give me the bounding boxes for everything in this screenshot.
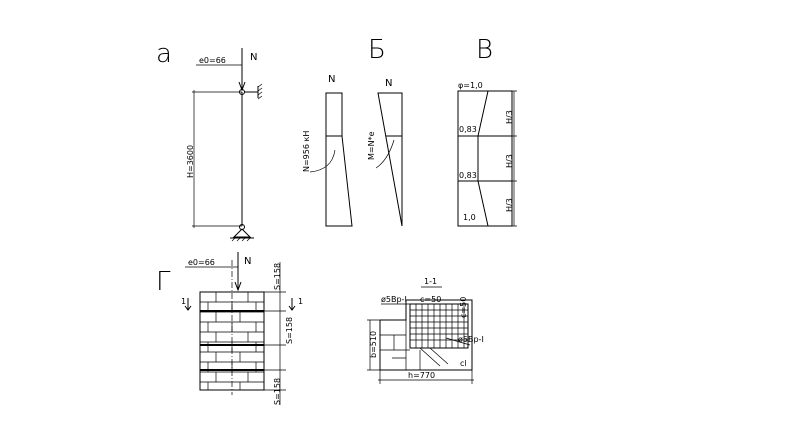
h3-label-1: H/3: [505, 110, 514, 124]
phi-frame: [457, 90, 513, 227]
masonry-wall: [199, 291, 265, 391]
ground-hatch: [231, 237, 251, 242]
phi-bottom: 1,0: [463, 213, 476, 222]
h3-ticks: [511, 90, 517, 227]
b-dim-ticks: [367, 319, 380, 371]
s-mid: S=158: [285, 317, 294, 344]
s-bottom: S=158: [273, 378, 282, 405]
panel-a-force: N: [250, 52, 257, 63]
moment-leader: [375, 139, 395, 169]
s-top: S=158: [273, 263, 282, 290]
h-dim-ticks: [379, 370, 473, 384]
section-arrowhead-right: [288, 305, 296, 311]
panel-g-letter: Г: [156, 267, 171, 297]
bottom-support: [232, 228, 252, 238]
b-dimension: b=510: [369, 331, 378, 358]
panel-b-force2: N: [385, 78, 392, 89]
mesh-label-right: ø5Вр-I: [458, 335, 484, 344]
h-dimension: h=770: [408, 371, 435, 380]
s-dim-ticks: [264, 291, 286, 391]
panel-a-height: H=3600: [186, 145, 195, 178]
h3-label-2: H/3: [505, 154, 514, 168]
phi-2: 0,83: [459, 171, 477, 180]
panel-b: Б N N N=956 кН M=N*e: [302, 35, 403, 227]
panel-a: а е0=66 N H=3600: [156, 39, 263, 242]
mesh-label-top: ø5Вр-I: [381, 295, 407, 304]
panel-b-axial: N=956 кН: [302, 131, 311, 172]
section-note: сl: [460, 359, 467, 368]
section-brick-lines: [380, 320, 421, 370]
panel-g-force: N: [244, 256, 251, 267]
panel-b-force1: N: [328, 74, 335, 85]
section-mark-left: 1: [181, 297, 186, 306]
moment-diagram: [377, 92, 403, 227]
panel-a-eccentricity: е0=66: [199, 56, 226, 65]
axial-leader: [309, 149, 336, 173]
phi-1: 0,83: [459, 125, 477, 134]
panel-v: В φ=1,0 0,83 0,83 1,0 H/3 H/3 H/3: [457, 35, 517, 227]
panel-g-eccentricity: е0=66: [188, 258, 215, 267]
section-1-1: 1-1 ø5Вр-I c=50 c=50 ø5Вр-I сl b=510 h=7…: [367, 277, 484, 384]
axial-force-diagram: [325, 92, 353, 227]
phi-top: φ=1,0: [458, 81, 483, 90]
cover-label-2: c=50: [459, 297, 468, 318]
h3-label-3: H/3: [505, 198, 514, 212]
support-hatch: [257, 83, 263, 100]
panel-v-letter: В: [476, 35, 493, 65]
section-title: 1-1: [424, 277, 437, 286]
panel-b-moment: M=N*e: [367, 131, 376, 160]
section-arrowhead-left: [184, 305, 192, 311]
panel-g: Г е0=66 N 1 1 S=158 S=158 S=158: [156, 252, 303, 405]
mesh-leader-right: [445, 337, 471, 346]
cover-label-1: c=50: [420, 295, 441, 304]
g-force-arrowhead: [234, 281, 242, 292]
section-mark-right: 1: [298, 297, 303, 306]
phi-curve: [477, 90, 489, 227]
panel-b-letter: Б: [368, 35, 386, 65]
panel-a-letter: а: [156, 39, 172, 69]
